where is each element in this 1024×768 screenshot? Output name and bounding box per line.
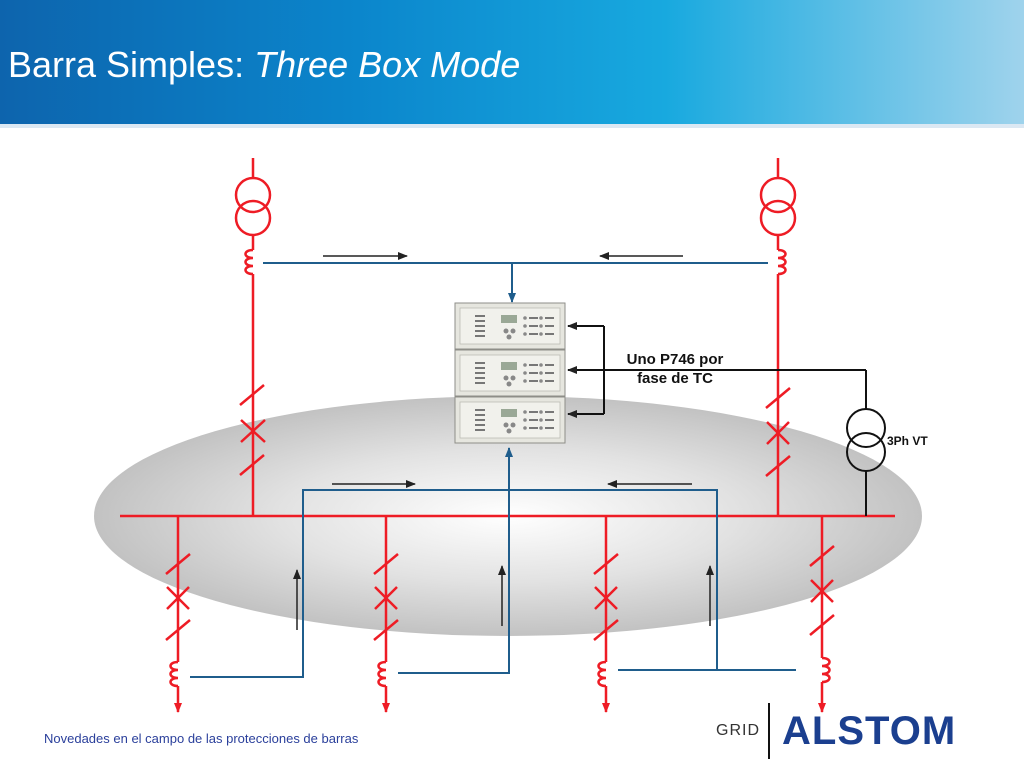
incomer-left (234, 158, 272, 516)
relay-unit-3 (454, 396, 566, 444)
feeder-3 (593, 516, 619, 713)
relay-output-bracket (567, 322, 605, 418)
top-ct-wiring (263, 262, 768, 303)
slide-header: Barra Simples: Three Box Mode (0, 0, 1024, 128)
header-divider (0, 124, 1024, 128)
brand-prefix: GRID (716, 722, 760, 739)
title-main: Barra Simples: (8, 44, 255, 85)
slide-title: Barra Simples: Three Box Mode (8, 44, 520, 86)
p746-relay-stack (454, 302, 566, 444)
title-italic: Three Box Mode (254, 44, 521, 85)
incomer-right (759, 158, 797, 516)
vt-label: 3Ph VT (887, 434, 928, 448)
brand-logo: ALSTOM (782, 709, 957, 753)
relay-unit-2 (454, 349, 566, 397)
feeder-4 (809, 516, 835, 713)
relay-unit-1 (454, 302, 566, 350)
feeder-1 (165, 516, 191, 713)
bottom-ct-wiring (190, 447, 796, 678)
logo-separator (768, 703, 770, 759)
relay-label-line1: Uno P746 por (627, 351, 724, 368)
voltage-transformer (567, 366, 886, 516)
feeder-2 (373, 516, 399, 713)
current-arrows (293, 252, 714, 630)
footer-caption: Novedades en el campo de las proteccione… (44, 731, 359, 746)
relay-label-line2: fase de TC (637, 370, 713, 387)
